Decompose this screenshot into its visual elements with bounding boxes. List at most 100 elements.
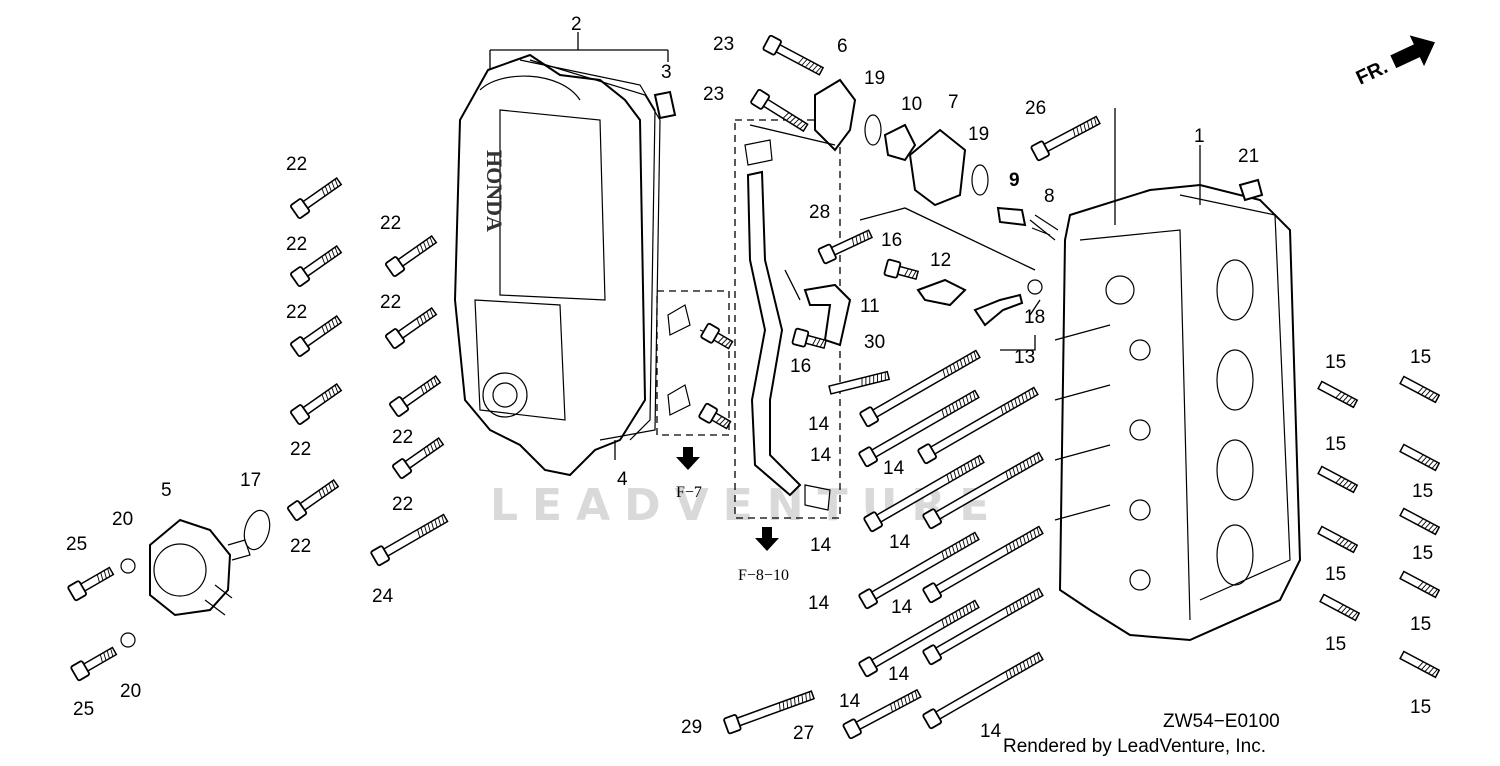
- callout-14i: 14: [839, 691, 861, 712]
- bolt-14-2: [917, 386, 1039, 465]
- bolt-29: [723, 690, 816, 735]
- stud-15-3: [1399, 443, 1441, 472]
- callout-22g: 22: [380, 292, 401, 313]
- bolt-27: [842, 688, 922, 740]
- callout-5: 5: [161, 480, 172, 501]
- credit-text: Rendered by LeadVenture, Inc.: [1003, 736, 1266, 757]
- washer-20a: [120, 558, 136, 574]
- diagram-code: ZW54−E0100: [1163, 711, 1280, 732]
- bolts: [67, 34, 1441, 740]
- callout-22b: 22: [286, 234, 307, 255]
- bolt-16b: [791, 327, 827, 350]
- callout-14h: 14: [888, 664, 910, 685]
- callout-12: 12: [930, 250, 951, 271]
- o-ring-19b: [971, 164, 989, 196]
- plunger-9: [996, 206, 1027, 227]
- bolt-22-left-0: [290, 177, 343, 219]
- front-direction-arrow-icon: FR.: [1353, 35, 1435, 90]
- bolt-14-1: [858, 389, 980, 468]
- bolt-14-8: [922, 587, 1044, 666]
- f7-reference-box: [656, 290, 730, 436]
- bolt-16c: [700, 322, 734, 350]
- bolt-22-left-4: [287, 479, 340, 521]
- bolt-25b: [70, 646, 118, 682]
- bolt-23a: [762, 34, 825, 76]
- stud-15-4: [1399, 507, 1441, 536]
- callout-8: 8: [1044, 186, 1055, 207]
- callout-15g: 15: [1325, 634, 1346, 655]
- stud-15-8: [1399, 650, 1441, 679]
- callout-14c: 14: [883, 458, 905, 479]
- callout-15b: 15: [1410, 347, 1431, 368]
- bolt-14-4: [922, 451, 1044, 530]
- callout-22i: 22: [392, 494, 413, 515]
- bolt-22-right-3: [392, 437, 445, 479]
- callout-18: 18: [1024, 307, 1045, 328]
- bolt-22-right-0: [385, 235, 438, 277]
- callout-22e: 22: [290, 536, 311, 557]
- callout-3: 3: [661, 62, 672, 83]
- stud-15-0: [1317, 380, 1359, 409]
- callout-11: 11: [860, 296, 880, 317]
- callout-30: 30: [864, 332, 885, 353]
- bolt-22-left-1: [290, 245, 343, 287]
- callout-20a: 20: [112, 509, 133, 530]
- callout-29: 29: [681, 717, 702, 738]
- callout-22h: 22: [392, 427, 413, 448]
- callout-15c: 15: [1325, 434, 1346, 455]
- callout-15f: 15: [1325, 564, 1346, 585]
- callout-28: 28: [809, 202, 830, 223]
- breather-tube: [746, 170, 802, 497]
- callout-17: 17: [240, 470, 261, 491]
- callout-10: 10: [901, 94, 922, 115]
- callout-25a: 25: [66, 534, 87, 555]
- bolt-14-0: [859, 349, 981, 428]
- fuel-pump: [149, 518, 251, 617]
- callout-15i: 15: [1410, 697, 1431, 718]
- callout-22a: 22: [286, 154, 307, 175]
- svg-text:FR.: FR.: [1353, 56, 1391, 90]
- cover-brand-mark: HONDA: [482, 150, 507, 232]
- callout-14e: 14: [889, 532, 911, 553]
- washer-20b: [120, 632, 136, 648]
- arrow-down-f810-icon: [755, 527, 779, 551]
- bolt-14-3: [863, 454, 985, 533]
- bolt-22-left-3: [290, 383, 343, 425]
- bolt-22-left-2: [290, 315, 343, 357]
- bolt-26: [1030, 115, 1101, 162]
- sensor-13: [973, 293, 1024, 327]
- stud-30: [828, 370, 891, 395]
- bolt-14-9: [922, 651, 1044, 730]
- callout-1: 1: [1194, 126, 1205, 147]
- ref-f810: F−8−10: [738, 567, 789, 584]
- spring-8: [1029, 214, 1059, 241]
- bracket-12: [916, 278, 967, 307]
- callout-26: 26: [1025, 98, 1046, 119]
- bolt-14-5: [858, 531, 980, 610]
- callout-13: 13: [1014, 347, 1035, 368]
- callout-2: 2: [571, 14, 582, 35]
- callout-14d: 14: [810, 535, 832, 556]
- thermostat-cover: [814, 78, 857, 152]
- callout-23b: 23: [703, 84, 724, 105]
- callout-19b: 19: [968, 124, 989, 145]
- callout-19a: 19: [864, 68, 885, 89]
- callout-22c: 22: [286, 302, 307, 323]
- callout-27: 27: [793, 723, 814, 744]
- callout-20b: 20: [120, 681, 141, 702]
- o-ring-19a: [864, 114, 882, 146]
- fuel-pump-gasket: [243, 509, 271, 551]
- callout-14j: 14: [980, 721, 1002, 742]
- stud-15-5: [1317, 525, 1359, 554]
- oil-seal-3: [653, 90, 677, 120]
- callout-15d: 15: [1412, 481, 1433, 502]
- bolt-22-right-2: [389, 375, 442, 417]
- bolt-25a: [67, 566, 115, 602]
- stud-15-1: [1399, 375, 1441, 404]
- cover-gasket: [529, 59, 661, 441]
- callout-14a: 14: [808, 414, 830, 435]
- ref-f7: F−7: [676, 484, 702, 501]
- callout-7: 7: [948, 92, 959, 113]
- thermostat-housing: [908, 128, 967, 207]
- leader-lines: [489, 32, 1201, 460]
